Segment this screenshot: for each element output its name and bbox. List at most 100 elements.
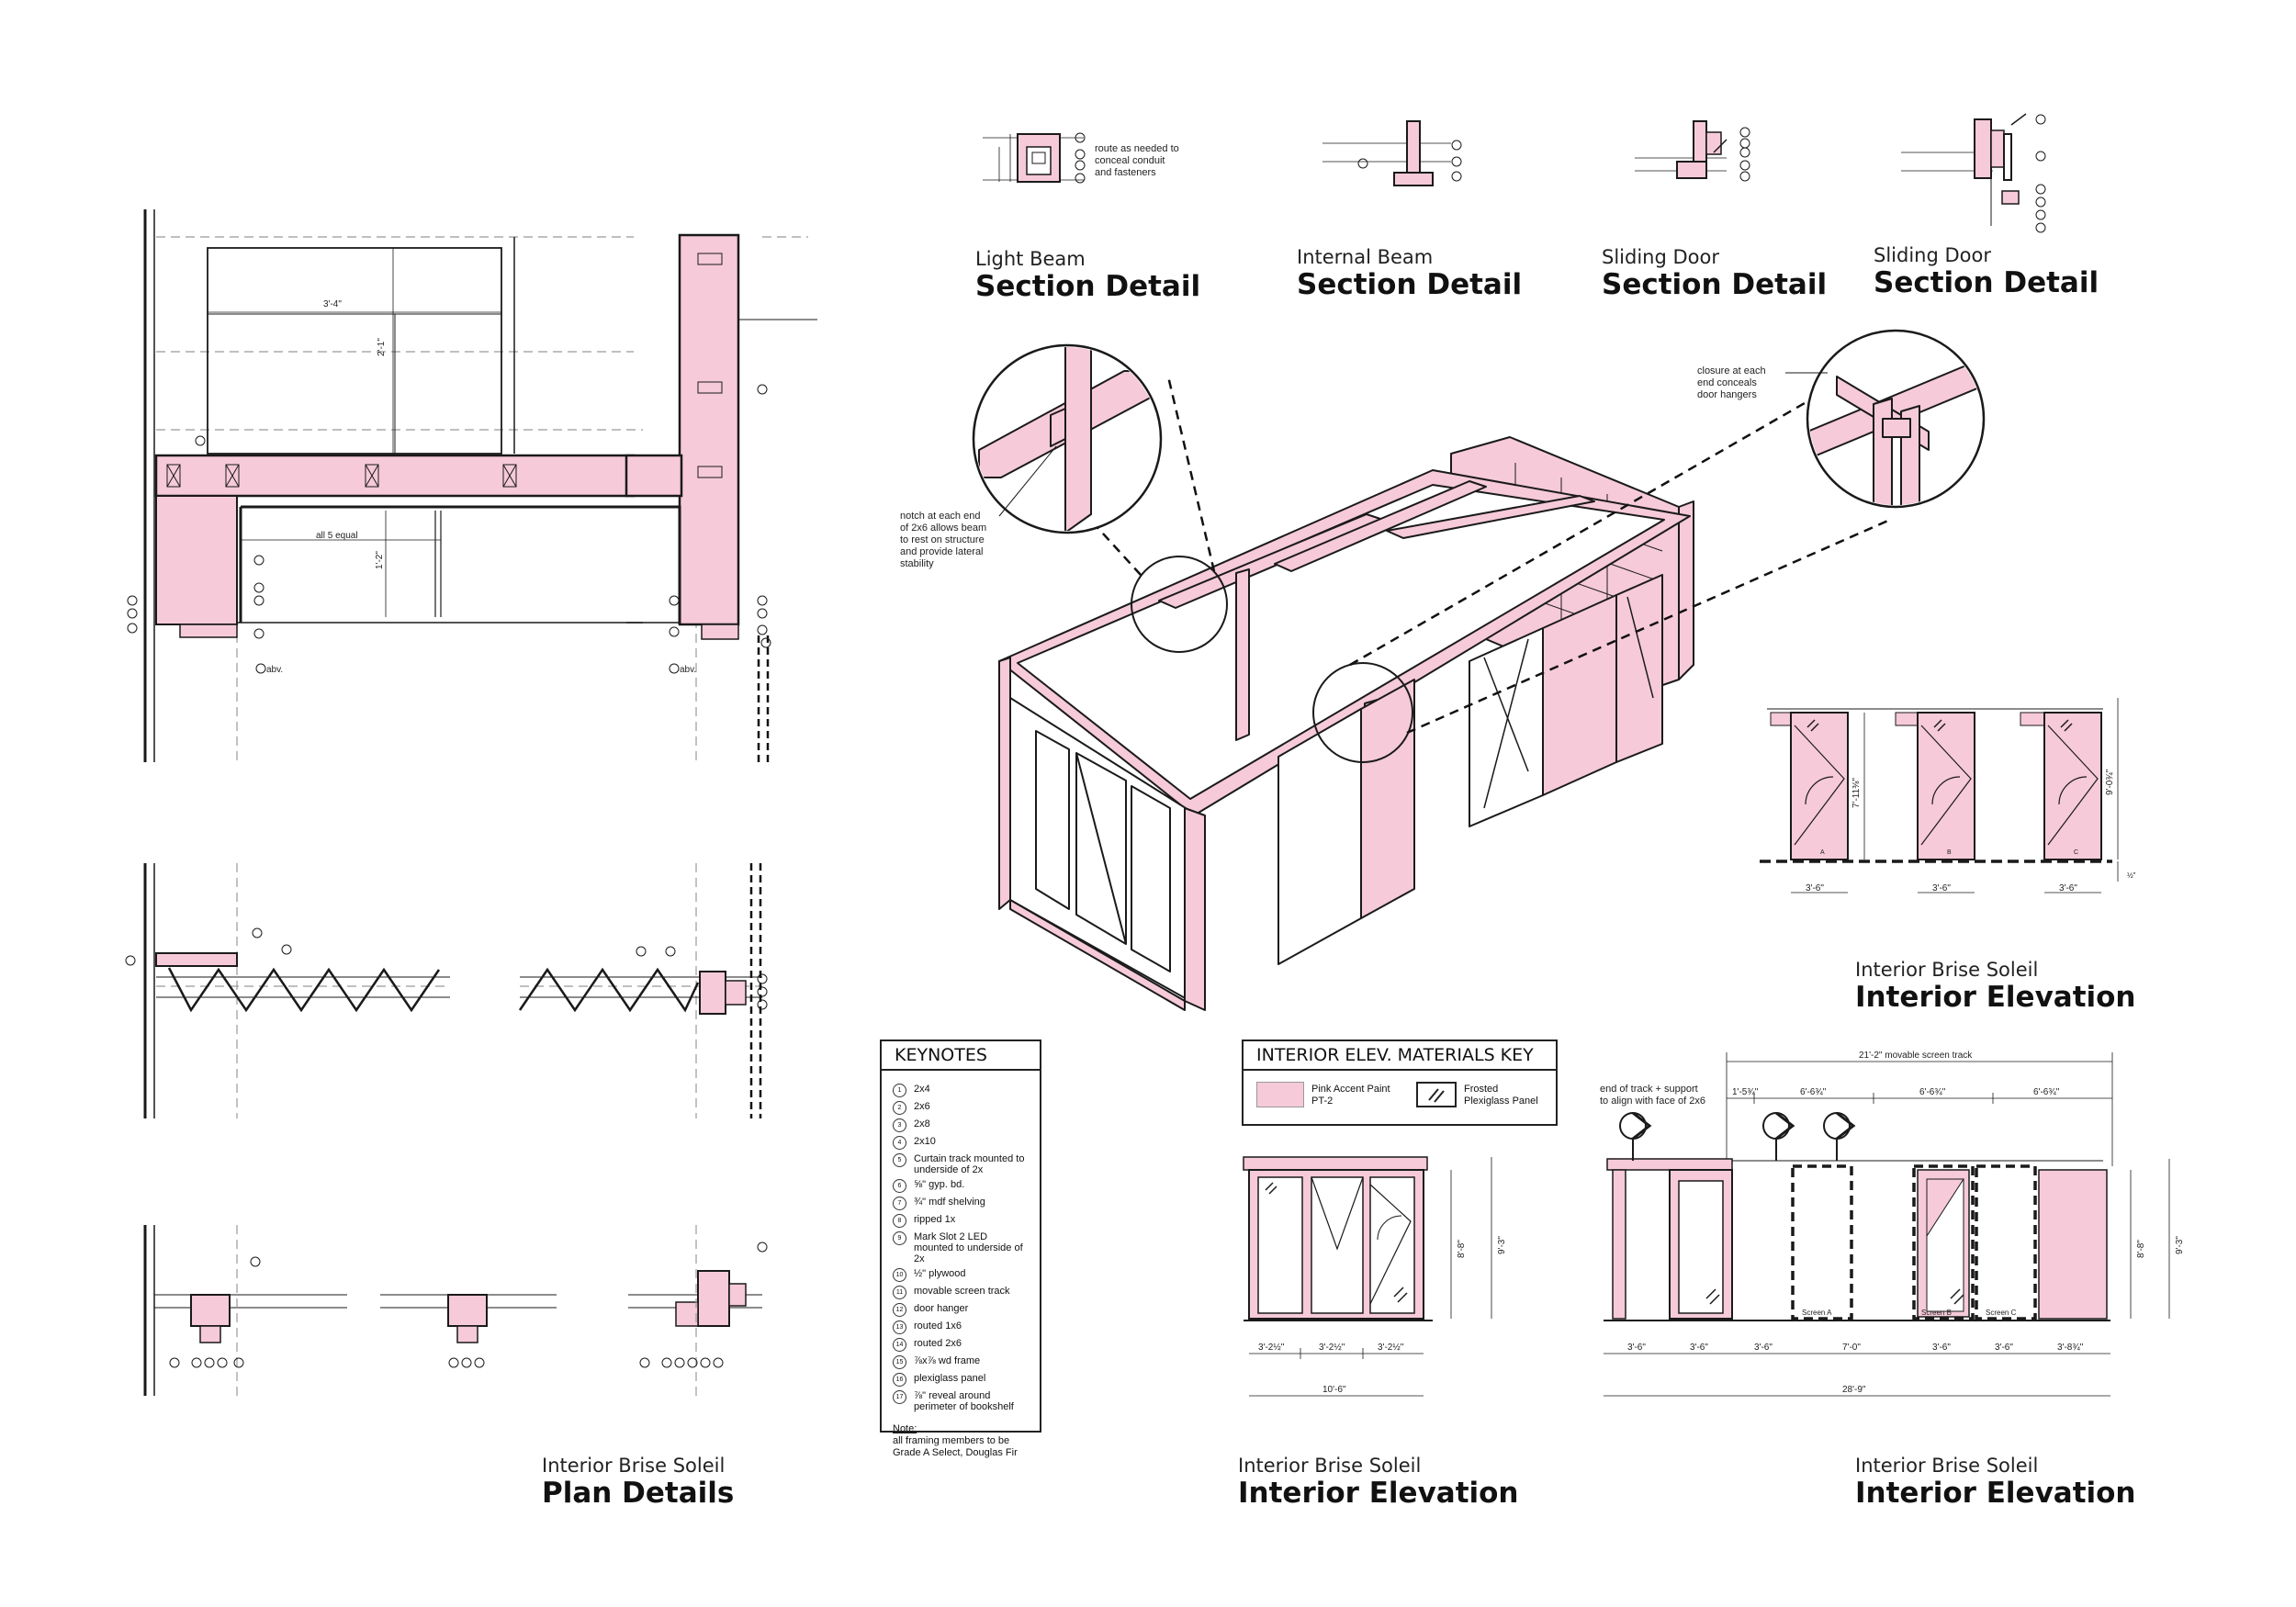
keynote-number: 7 [893,1197,906,1210]
elev-r-height-a: 7'-11⅜" [1851,777,1862,808]
keynote-text: Curtain track mounted to underside of 2x [914,1153,1025,1175]
elev-r-w2: 3'-6" [1932,883,1951,893]
keynote-item: 13 routed 1x6 [893,1320,1029,1334]
title-sliding-door-1-small: Sliding Door [1602,246,1719,268]
keynote-number: 4 [893,1136,906,1150]
elev-m-height-b: 9'-3" [1497,1236,1507,1254]
title-plan-details: Interior Brise Soleil Plan Details [542,1455,734,1510]
title-elevation-bottom-mid: Interior Brise Soleil Interior Elevation [1238,1455,1519,1510]
keynote-text: routed 2x6 [914,1338,962,1349]
elev-br-top-2: 6'-6¾" [1800,1087,1827,1097]
plan-detail-top [127,209,817,762]
title-sliding-door-1-big: Section Detail [1602,268,1828,301]
section-sliding-door-1 [1635,120,1750,182]
elev-r-w3: 3'-6" [2059,883,2077,893]
notch-note: notch at each end of 2x6 allows beam to … [900,511,987,569]
keynote-number: 14 [893,1338,906,1352]
keynote-number: 1 [893,1084,906,1097]
keynote-item: 10 ½" plywood [893,1268,1029,1282]
plexiglass-icon [1416,1082,1457,1107]
keynote-text: ⅞" reveal around perimeter of bookshelf [914,1390,1014,1412]
section-light-beam [983,132,1086,184]
title-light-beam-big: Section Detail [975,270,1201,303]
title-plan-details-big: Plan Details [542,1477,735,1510]
elev-m-w1: 3'-2½" [1258,1343,1285,1353]
title-light-beam: Light Beam Section Detail [975,248,1200,303]
keynote-number: 6 [893,1179,906,1193]
elev-r-w1: 3'-6" [1806,883,1824,893]
keynote-number: 10 [893,1268,906,1282]
elev-m-w3: 3'-2½" [1378,1343,1404,1353]
elev-br-top-4: 6'-6¾" [2033,1087,2060,1097]
elev-br-b2: 3'-6" [1690,1343,1708,1353]
keynotes-note-text: all framing members to be Grade A Select… [893,1435,1018,1458]
title-internal-beam-big: Section Detail [1297,268,1523,301]
pink-swatch [1256,1082,1304,1107]
elev-r-b: B [1947,849,1952,856]
dimension-labels: 3'-4" 2'-1" all 5 equal 1'-2" abv. abv. … [266,299,2185,1395]
elev-br-b3: 3'-6" [1754,1343,1773,1353]
elev-br-top-1: 1'-5¾" [1732,1087,1759,1097]
keynote-number: 2 [893,1101,906,1115]
elev-br-top-3: 6'-6¾" [1919,1087,1946,1097]
title-elevation-right-small: Interior Brise Soleil [1855,959,2039,981]
elev-br-b6: 3'-6" [1995,1343,2013,1353]
elev-m-height-a: 8'-8" [1457,1240,1467,1258]
keynote-number: 12 [893,1303,906,1317]
elev-br-height-b: 9'-3" [2175,1236,2185,1254]
elev-br-screen-a: Screen A [1802,1309,1832,1317]
plan-dim-width: 3'-4" [323,299,342,309]
elevation-bottom-middle [1243,1156,1492,1397]
title-sliding-door-2-big: Section Detail [1874,266,2099,299]
keynote-text: 2x6 [914,1101,930,1112]
elev-m-total: 10'-6" [1322,1385,1346,1395]
elevation-screens-abc [1760,698,2119,893]
elev-br-b4: 7'-0" [1842,1343,1861,1353]
plan-detail-zigzag [125,863,768,1118]
elev-br-b5: 3'-6" [1932,1343,1951,1353]
keynote-text: plexiglass panel [914,1373,986,1384]
title-sliding-door-2: Sliding Door Section Detail [1874,244,2099,299]
keynote-text: ¾" mdf shelving [914,1197,985,1208]
title-internal-beam: Internal Beam Section Detail [1297,246,1522,301]
elev-r-gap: ½" [2127,871,2136,880]
plan-abv-1: abv. [266,665,283,675]
elev-r-height-b: 9'-0¾" [2105,769,2115,795]
keynote-item: 2 2x6 [893,1101,1029,1115]
title-light-beam-small: Light Beam [975,248,1086,270]
title-elevation-bottom-right-small: Interior Brise Soleil [1855,1455,2039,1477]
plan-dim-height: 2'-1" [377,338,387,356]
title-plan-details-small: Interior Brise Soleil [542,1455,726,1477]
keynote-text: ½" plywood [914,1268,966,1279]
elev-r-a: A [1820,849,1825,856]
keynote-text: 2x10 [914,1136,936,1147]
keynote-text: movable screen track [914,1286,1010,1297]
keynotes-title: KEYNOTES [882,1041,1040,1071]
title-internal-beam-small: Internal Beam [1297,246,1434,268]
elev-r-c: C [2074,849,2078,856]
keynotes-note-label: Note: [893,1423,917,1434]
title-elevation-bottom-right-big: Interior Elevation [1855,1477,2136,1510]
keynote-item: 7 ¾" mdf shelving [893,1197,1029,1210]
keynote-text: routed 1x6 [914,1320,962,1332]
keynote-number: 13 [893,1320,906,1334]
title-elevation-right: Interior Brise Soleil Interior Elevation [1855,959,2136,1014]
keynote-number: 3 [893,1118,906,1132]
title-elevation-bottom-right: Interior Brise Soleil Interior Elevation [1855,1455,2136,1510]
section-sliding-door-2 [1901,113,2046,233]
title-elevation-bottom-mid-small: Interior Brise Soleil [1238,1455,1422,1477]
route-note: route as needed to conceal conduit and f… [1095,143,1179,178]
keynote-item: 4 2x10 [893,1136,1029,1150]
keynote-text: 2x4 [914,1084,930,1095]
title-elevation-right-big: Interior Elevation [1855,981,2136,1014]
elev-br-height-a: 8'-8" [2136,1240,2146,1258]
title-sliding-door-1: Sliding Door Section Detail [1602,246,1827,301]
